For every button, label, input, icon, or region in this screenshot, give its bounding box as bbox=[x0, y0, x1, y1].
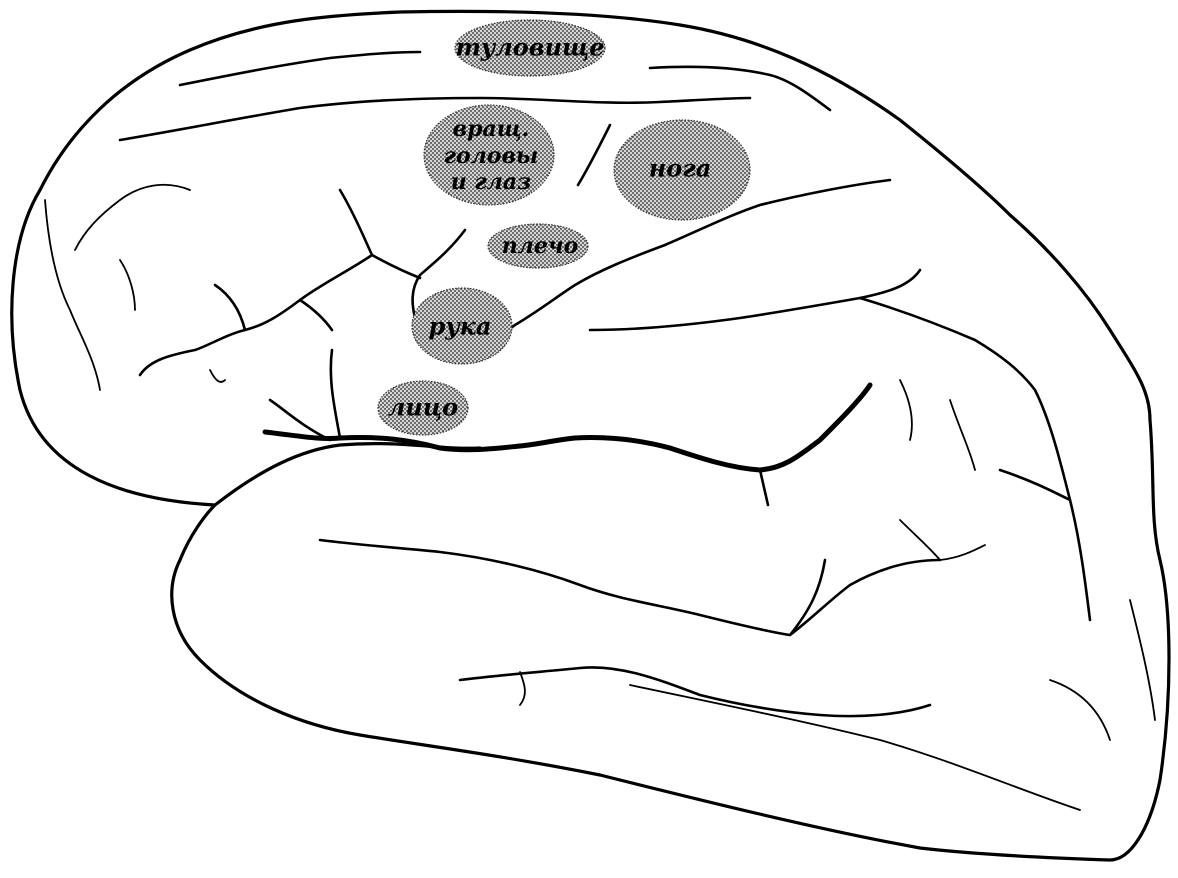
lateral-fissure bbox=[262, 382, 873, 473]
inferior-frontal-sulcus-branch-3 bbox=[298, 298, 334, 332]
zone-face-label: лицо bbox=[388, 393, 458, 422]
lower-temporal-line bbox=[629, 684, 1081, 811]
zone-head-eyes-label-1: вращ. bbox=[453, 116, 530, 142]
precentral-sulcus bbox=[576, 123, 612, 187]
zone-leg: нога bbox=[613, 119, 751, 221]
zone-face: лицо bbox=[377, 380, 469, 436]
intraparietal-sulcus bbox=[858, 296, 1092, 622]
zone-trunk: туловище bbox=[454, 19, 606, 77]
postcentral-sulcus bbox=[588, 268, 922, 332]
inferior-frontal-sulcus bbox=[138, 188, 374, 377]
lateral-fissure-branch-2 bbox=[329, 348, 342, 440]
zone-head-eyes-label-2: головы bbox=[444, 143, 539, 169]
parietal-branch-2 bbox=[949, 399, 976, 471]
zone-arm: рука bbox=[411, 287, 513, 365]
zone-shoulder-label: плечо bbox=[502, 233, 579, 259]
brain-outline bbox=[10, 9, 1171, 862]
central-sulcus bbox=[476, 178, 892, 362]
top-line bbox=[178, 50, 422, 87]
zone-head-eyes-label-3: и глаз bbox=[451, 169, 531, 195]
superior-frontal-sulcus bbox=[118, 96, 752, 142]
inferior-temporal-sulcus bbox=[458, 666, 932, 718]
temporal-lobe-boundary bbox=[213, 442, 482, 507]
lateral-fissure-branch bbox=[758, 468, 770, 507]
superior-temporal-sulcus-branch bbox=[788, 558, 827, 637]
inferior-temporal-sulcus-branch bbox=[519, 671, 526, 706]
zone-shoulder: плечо bbox=[487, 223, 589, 269]
superior-temporal-sulcus bbox=[318, 538, 942, 637]
parietal-branch bbox=[899, 379, 913, 441]
superior-temporal-sulcus-branch-2 bbox=[899, 519, 986, 561]
inferior-frontal-sulcus-branch bbox=[370, 253, 422, 280]
frontal-fold-4 bbox=[209, 369, 226, 383]
top-line-right bbox=[648, 65, 832, 112]
occipital-sulcus bbox=[998, 468, 1072, 502]
frontal-fold-1 bbox=[74, 183, 191, 251]
precentral-sulcus-2 bbox=[411, 228, 467, 320]
frontal-fold-3 bbox=[119, 259, 136, 311]
inferior-frontal-sulcus-branch-2 bbox=[213, 283, 247, 332]
frontal-fold-2 bbox=[44, 199, 101, 391]
occipital-sulcus-2 bbox=[1049, 679, 1111, 741]
occipital-sulcus-3 bbox=[1129, 599, 1156, 721]
zone-trunk-label: туловище bbox=[455, 33, 604, 62]
zone-arm-label: рука bbox=[429, 312, 492, 341]
lateral-fissure-branch-3 bbox=[268, 398, 332, 442]
zone-leg-label: нога bbox=[649, 154, 712, 183]
zone-head-eyes: вращ. головы и глаз bbox=[423, 104, 555, 206]
